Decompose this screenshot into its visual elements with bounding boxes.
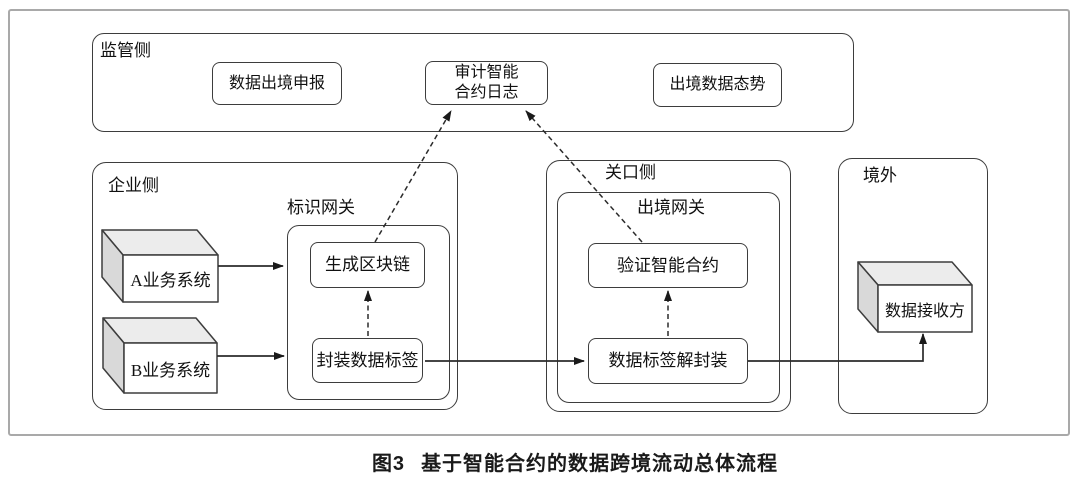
regulator-region-box xyxy=(92,33,854,132)
decapsulate-node: 数据标签解封装 xyxy=(588,338,748,384)
regulator-region-label: 监管侧 xyxy=(100,41,151,60)
enterprise-region-label: 企业侧 xyxy=(108,176,159,195)
customs-region-label: 关口侧 xyxy=(605,163,656,182)
encapsulate-node: 封装数据标签 xyxy=(312,338,423,383)
id-gateway-label: 标识网关 xyxy=(287,198,355,217)
outer-frame xyxy=(8,9,1070,436)
verify-node: 验证智能合约 xyxy=(588,243,748,288)
situation-node: 出境数据态势 xyxy=(653,63,782,107)
gen-blockchain-node: 生成区块链 xyxy=(310,242,425,288)
receiver-label: 数据接收方 xyxy=(884,302,965,320)
customs-region-box xyxy=(546,160,791,412)
enterprise-region-box xyxy=(92,162,458,410)
overseas-region-box xyxy=(838,158,988,414)
figure-caption-title: 基于智能合约的数据跨境流动总体流程 xyxy=(421,452,779,475)
figure-caption-number: 图3 xyxy=(371,452,406,475)
overseas-region-label: 境外 xyxy=(863,166,897,185)
audit-log-line2: 合约日志 xyxy=(454,84,519,101)
figure-caption: 图3 基于智能合约的数据跨境流动总体流程 xyxy=(0,448,1080,475)
id-gateway-box xyxy=(287,225,450,400)
system-b-label: B业务系统 xyxy=(130,360,211,380)
system-a-label: A业务系统 xyxy=(130,271,211,290)
exit-gateway-box xyxy=(557,192,780,403)
audit-log-node: 审计智能 合约日志 xyxy=(425,61,548,105)
declare-node: 数据出境申报 xyxy=(212,62,342,105)
exit-gateway-label: 出境网关 xyxy=(637,198,705,217)
audit-log-line1: 审计智能 xyxy=(454,64,519,81)
